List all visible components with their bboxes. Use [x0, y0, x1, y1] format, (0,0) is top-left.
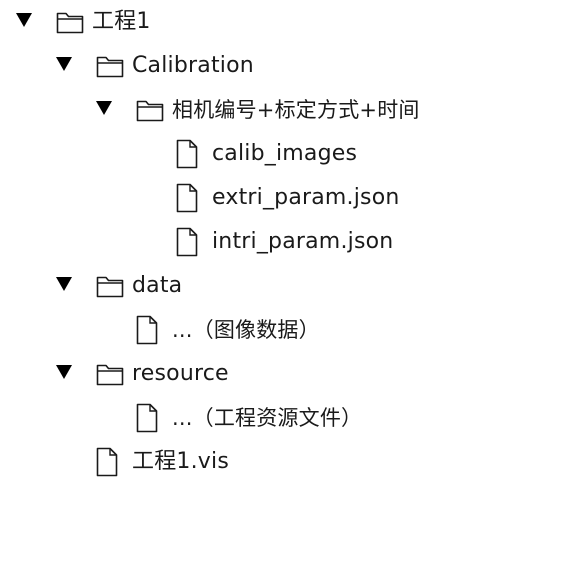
tree-node-label: 相机编号+标定方式+时间: [172, 98, 420, 122]
tree-node-resource-file[interactable]: ...（工程资源文件）: [136, 396, 362, 440]
folder-icon: [136, 98, 164, 122]
tree-node-root[interactable]: 工程1: [56, 0, 151, 44]
tree-node-data-file[interactable]: ...（图像数据）: [136, 308, 320, 352]
tree-node-label: Calibration: [132, 53, 254, 78]
expand-toggle-icon[interactable]: [56, 57, 72, 71]
tree-node-label: extri_param.json: [212, 185, 400, 210]
tree-node-label: 工程1.vis: [132, 449, 229, 474]
file-icon: [176, 227, 198, 257]
folder-icon: [96, 54, 124, 78]
expand-toggle-icon[interactable]: [16, 13, 32, 27]
tree-node-extri-param[interactable]: extri_param.json: [176, 176, 400, 220]
tree-node-calib-images[interactable]: calib_images: [176, 132, 357, 176]
tree-node-calibration[interactable]: Calibration: [96, 44, 254, 88]
file-icon: [136, 403, 158, 433]
tree-node-vis-file[interactable]: 工程1.vis: [96, 440, 229, 484]
folder-icon: [96, 274, 124, 298]
tree-node-label: ...（图像数据）: [172, 318, 320, 342]
file-icon: [136, 315, 158, 345]
tree-node-label: ...（工程资源文件）: [172, 406, 363, 430]
tree-node-resource[interactable]: resource: [96, 352, 229, 396]
tree-node-label: 工程1: [92, 9, 151, 34]
file-icon: [96, 447, 118, 477]
tree-node-label: calib_images: [212, 141, 358, 166]
expand-toggle-icon[interactable]: [56, 365, 72, 379]
folder-icon: [96, 362, 124, 386]
expand-toggle-icon[interactable]: [56, 277, 72, 291]
file-icon: [176, 139, 198, 169]
tree-node-intri-param[interactable]: intri_param.json: [176, 220, 393, 264]
tree-node-camera-folder[interactable]: 相机编号+标定方式+时间: [136, 88, 420, 132]
tree-node-label: resource: [132, 361, 229, 386]
tree-node-data[interactable]: data: [96, 264, 182, 308]
folder-icon: [56, 10, 84, 34]
tree-node-label: intri_param.json: [212, 229, 394, 254]
expand-toggle-icon[interactable]: [96, 101, 112, 115]
file-icon: [176, 183, 198, 213]
tree-node-label: data: [132, 273, 183, 298]
